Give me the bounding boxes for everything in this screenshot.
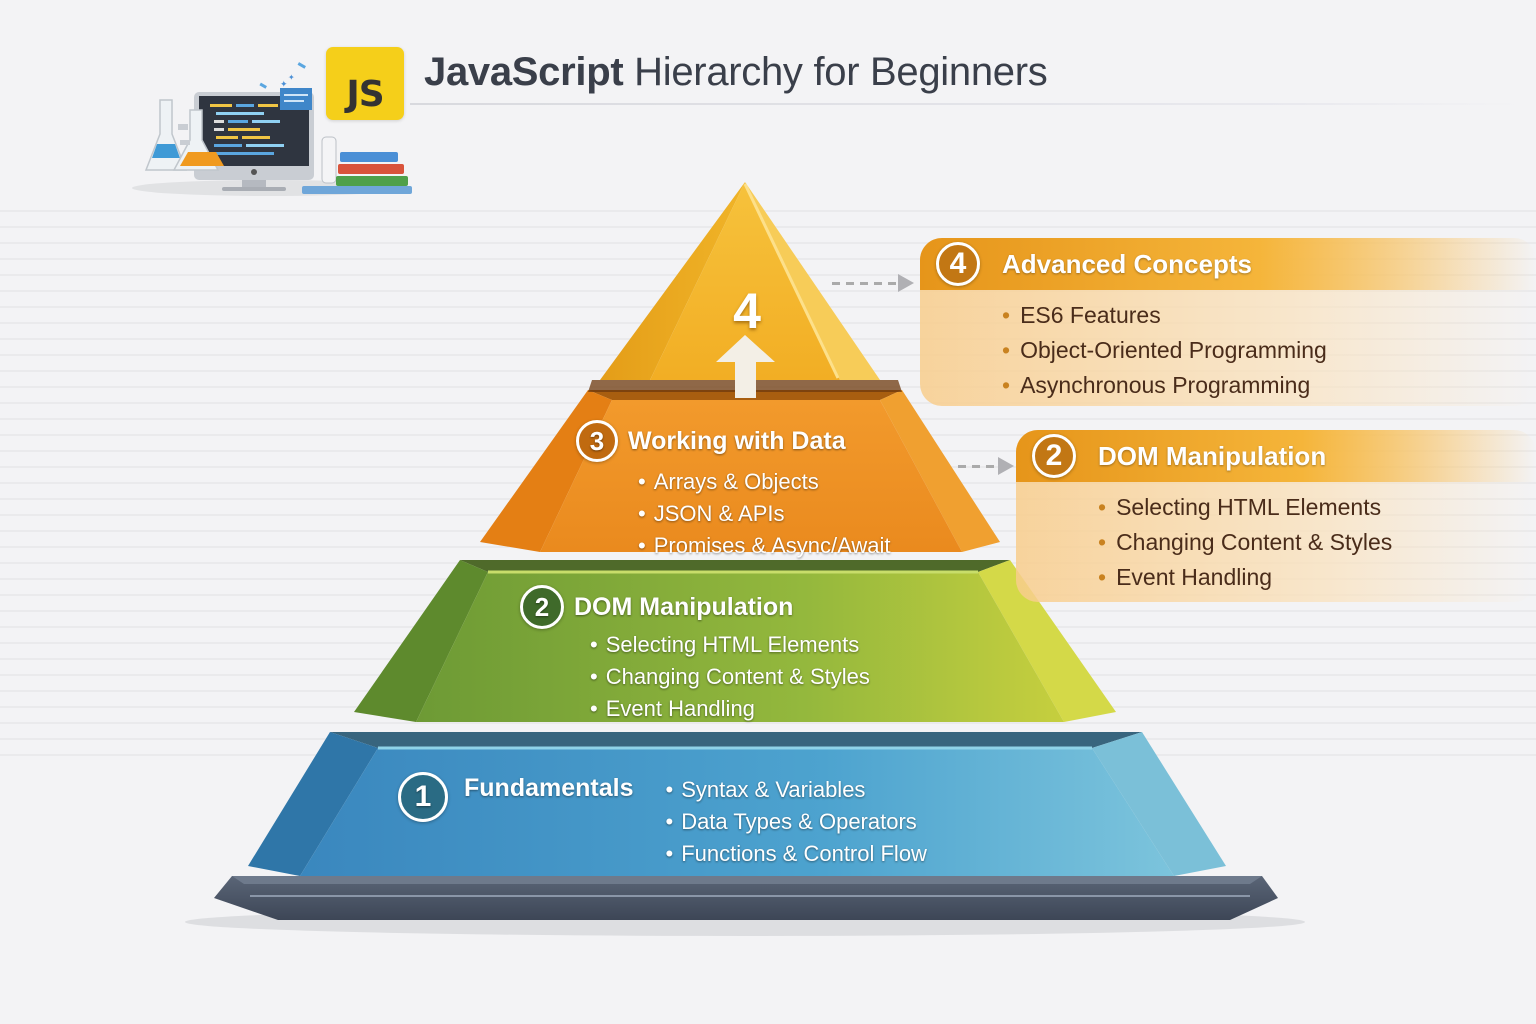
arrow-head-icon — [998, 457, 1014, 475]
callout-4-title: Advanced Concepts — [1002, 248, 1252, 279]
callout-advanced-concepts: 4 Advanced Concepts ES6 Features Object-… — [920, 238, 1536, 406]
page-title: JavaScript Hierarchy for Beginners — [424, 50, 1048, 94]
svg-text:✦: ✦ — [288, 73, 295, 82]
tier-1-title: Fundamentals — [464, 774, 634, 802]
list-item: Event Handling — [1098, 560, 1536, 595]
list-item: Functions & Control Flow — [665, 838, 927, 870]
tier-2-label: 2 DOM Manipulation Selecting HTML Elemen… — [520, 585, 870, 725]
connector-arrow-4 — [832, 274, 914, 292]
tier-2-badge: 2 — [520, 585, 564, 629]
list-item: Arrays & Objects — [638, 466, 891, 498]
list-item: Data Types & Operators — [665, 806, 926, 838]
svg-text:✦: ✦ — [280, 80, 288, 90]
arrow-head-icon — [898, 274, 914, 292]
list-item: Changing Content & Styles — [1098, 525, 1536, 560]
tier-3-badge: 3 — [576, 420, 618, 462]
hero-illustration: ✦ ✦ — [132, 62, 412, 196]
list-item: Promises & Async/Await — [638, 530, 891, 562]
pyramid-tier-1 — [248, 732, 1226, 876]
callout-2-title: DOM Manipulation — [1098, 440, 1327, 471]
apex-number: 4 — [733, 283, 761, 339]
list-item: Syntax & Variables — [665, 774, 926, 806]
tier-3-title: Working with Data — [628, 426, 846, 455]
list-item: Selecting HTML Elements — [590, 629, 870, 661]
list-item: JSON & APIs — [638, 498, 891, 530]
callout-2-items: Selecting HTML Elements Changing Content… — [1098, 490, 1536, 595]
title-divider — [410, 103, 1520, 105]
list-item: Selecting HTML Elements — [1098, 490, 1536, 525]
list-item: Event Handling — [590, 693, 870, 725]
tier-1-badge: 1 — [398, 772, 448, 822]
pyramid-base — [214, 876, 1278, 920]
list-item: Changing Content & Styles — [590, 661, 870, 693]
list-item: Object-Oriented Programming — [1002, 333, 1536, 368]
tier-2-items: Selecting HTML Elements Changing Content… — [590, 629, 870, 725]
tier-2-title: DOM Manipulation — [574, 592, 794, 621]
list-item: ES6 Features — [1002, 298, 1536, 333]
tier-1-items: Syntax & Variables Data Types & Operator… — [665, 774, 927, 870]
pyramid-apex — [600, 182, 880, 380]
callout-4-items: ES6 Features Object-Oriented Programming… — [1002, 298, 1536, 403]
js-logo: JS — [326, 47, 404, 120]
callout-4-badge: 4 — [936, 242, 980, 286]
connector-arrow-2 — [958, 457, 1014, 475]
monitor-icon — [194, 88, 314, 191]
up-arrow-icon — [716, 335, 775, 398]
tier-1-label: 1 Fundamentals Syntax & Variables Data T… — [398, 772, 927, 870]
list-item: Asynchronous Programming — [1002, 368, 1536, 403]
callout-dom-manipulation: 2 DOM Manipulation Selecting HTML Elemen… — [1016, 430, 1536, 602]
books-icon — [302, 152, 412, 194]
tier-3-label: 3 Working with Data Arrays & Objects JSO… — [576, 420, 891, 562]
callout-2-badge: 2 — [1032, 434, 1076, 478]
tier-3-items: Arrays & Objects JSON & APIs Promises & … — [638, 466, 891, 562]
flask-icon — [144, 99, 224, 171]
